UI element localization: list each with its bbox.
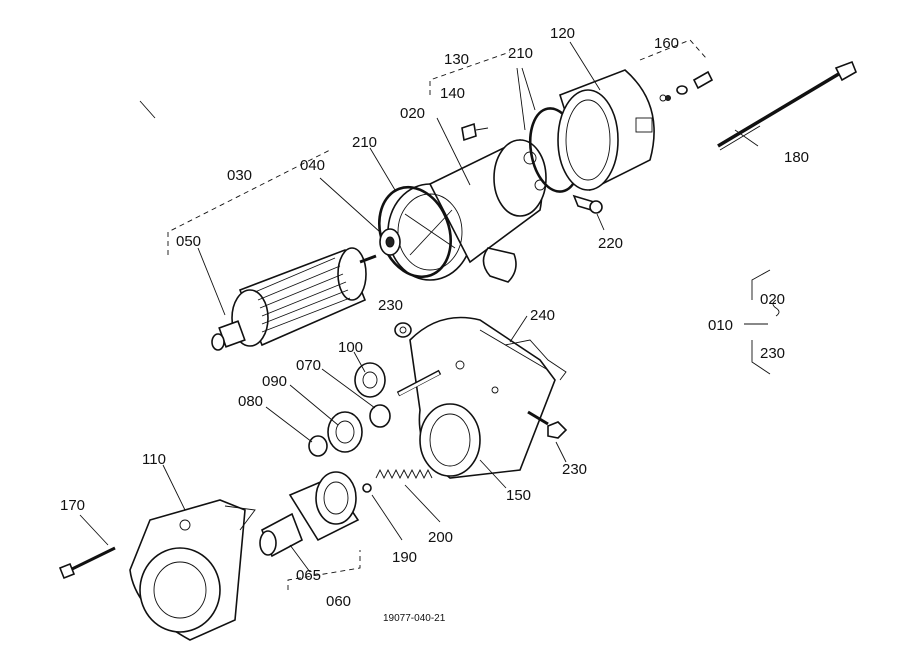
label-180: 180: [784, 149, 809, 166]
callout-labels: 030 040 050 210 020 140 130 210 120 160 …: [60, 25, 809, 624]
label-220: 220: [598, 235, 623, 252]
yoke-020: [387, 139, 547, 283]
bolt-230-lower: [527, 410, 568, 439]
label-190: 190: [392, 549, 417, 566]
washer-080: [308, 435, 328, 457]
label-020: 020: [400, 105, 425, 122]
label-230-upper: 230: [378, 297, 403, 314]
housing-150: [409, 316, 567, 479]
label-210-front: 210: [352, 134, 377, 151]
label-070: 070: [296, 357, 321, 374]
label-050: 050: [176, 233, 201, 250]
label-030: 030: [227, 167, 252, 184]
label-080: 080: [238, 393, 263, 410]
brush-holder-220: [572, 194, 603, 214]
group-brackets: [167, 39, 780, 590]
ball-190: [362, 483, 372, 493]
label-200: 200: [428, 529, 453, 546]
label-230-legend: 230: [760, 345, 785, 362]
front-housing-110: [129, 499, 256, 641]
label-020-legend: 020: [760, 291, 785, 308]
label-140: 140: [440, 85, 465, 102]
label-120: 120: [550, 25, 575, 42]
terminal-140: [461, 122, 489, 142]
label-040: 040: [300, 157, 325, 174]
bearing-070: [369, 404, 391, 428]
rear-cover-120: [557, 69, 667, 192]
label-130: 130: [444, 51, 469, 68]
label-100: 100: [338, 339, 363, 356]
label-090: 090: [262, 373, 287, 390]
overrunning-clutch-060: [259, 471, 360, 558]
label-065: 065: [296, 567, 321, 584]
label-170: 170: [60, 497, 85, 514]
label-160: 160: [654, 35, 679, 52]
bearing-040: [379, 228, 401, 256]
gear-090: [327, 411, 363, 453]
leader-lines: [79, 41, 759, 573]
spring-200: [375, 468, 433, 480]
armature-050: [211, 247, 377, 351]
figure-code: 19077-040-21: [383, 613, 446, 624]
bolt-170: [58, 546, 116, 580]
label-060: 060: [326, 593, 351, 610]
label-150: 150: [506, 487, 531, 504]
label-210-rear: 210: [508, 45, 533, 62]
label-240: 240: [530, 307, 555, 324]
gear-100: [354, 362, 386, 398]
label-230-lower: 230: [562, 461, 587, 478]
label-010: 010: [708, 317, 733, 334]
through-bolt-180: [717, 60, 858, 151]
bolt-230-upper: [394, 322, 412, 338]
label-110: 110: [142, 451, 166, 468]
screws-160: [665, 70, 714, 101]
